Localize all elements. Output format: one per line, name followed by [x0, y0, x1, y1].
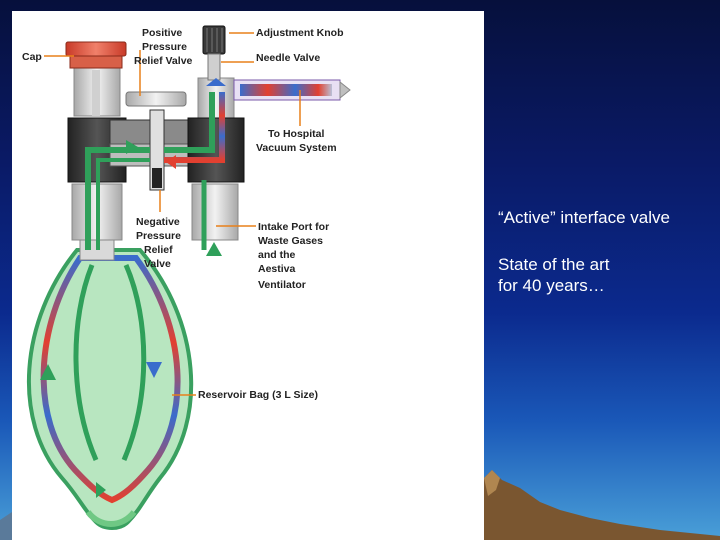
- label-hospital-vacuum-2: Vacuum System: [256, 142, 337, 154]
- intake-arrow: [206, 242, 222, 292]
- label-needle-valve: Needle Valve: [256, 52, 320, 64]
- vacuum-outlet: [233, 79, 351, 101]
- label-intake-port-5: Ventilator: [258, 279, 306, 291]
- label-hospital-vacuum-1: To Hospital: [268, 128, 324, 140]
- label-negative-relief-4: Valve: [144, 258, 171, 270]
- label-positive-relief-3: Relief Valve: [134, 55, 193, 67]
- side-text: “Active” interface valve State of the ar…: [498, 208, 713, 296]
- label-positive-relief-2: Pressure: [142, 41, 187, 53]
- label-reservoir-bag: Reservoir Bag (3 L Size): [198, 389, 318, 401]
- flow-paths: [85, 70, 226, 250]
- adjustment-knob: [202, 25, 226, 81]
- subtitle-line-2: for 40 years…: [498, 276, 605, 295]
- label-intake-port-4: Aestiva: [258, 263, 296, 275]
- slide-title: “Active” interface valve: [498, 208, 670, 227]
- reservoir-bag: [27, 248, 194, 530]
- callout-lines: [44, 32, 301, 396]
- label-negative-relief-2: Pressure: [136, 230, 181, 242]
- label-negative-relief-3: Relief: [144, 244, 173, 256]
- label-intake-port-3: and the: [258, 249, 295, 261]
- label-intake-port-2: Waste Gases: [258, 235, 323, 247]
- label-positive-relief-1: Positive: [142, 27, 182, 39]
- cap: [65, 41, 127, 69]
- diagram-panel: Cap Positive Pressure Relief Valve Adjus…: [12, 11, 484, 540]
- label-negative-relief-1: Negative: [136, 216, 180, 228]
- subtitle-line-1: State of the art: [498, 255, 610, 274]
- label-cap: Cap: [22, 51, 42, 63]
- interface-valve-diagram: Cap Positive Pressure Relief Valve Adjus…: [22, 25, 351, 530]
- label-intake-port-1: Intake Port for: [258, 221, 329, 233]
- label-adjustment-knob: Adjustment Knob: [256, 27, 344, 39]
